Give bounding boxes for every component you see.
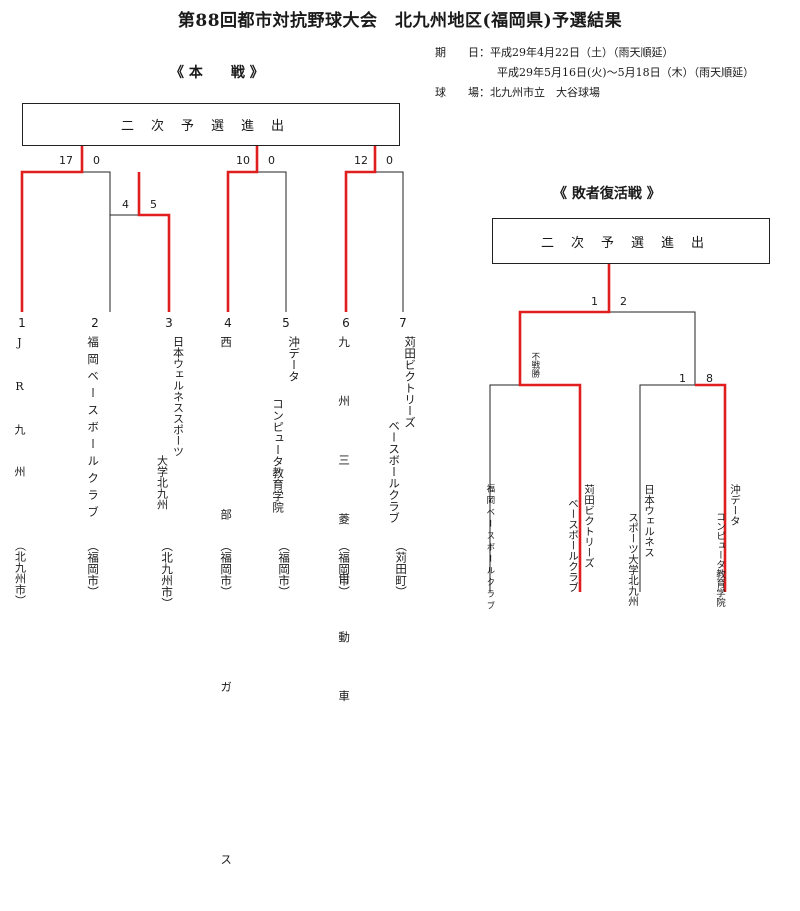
win-rep-team-2 — [518, 264, 611, 592]
main-final-box: 二次予選進出 — [22, 103, 400, 146]
team-city-4: （福岡市） — [219, 540, 234, 598]
page-title: 第88回都市対抗野球大会 北九州地区(福岡県)予選結果 — [177, 11, 623, 31]
period-date-1: 平成29年4月22日（土）（雨天順延） — [490, 46, 674, 59]
line-team-7 — [375, 171, 404, 312]
score-8: 0 — [386, 154, 393, 167]
win-team-6 — [344, 146, 377, 312]
team-number-4: 4 — [224, 316, 232, 330]
repechage-section-title: 《 敗者復活戦 》 — [553, 186, 661, 202]
team-number-1: 1 — [18, 316, 26, 330]
period-date-2: 平成29年5月16日(火)～5月18日（木）（雨天順延） — [497, 66, 755, 79]
rep-score-1: 1 — [591, 295, 598, 308]
team-name-5b: コンピュータ教育学院 — [271, 398, 286, 513]
team-number-2: 2 — [91, 316, 99, 330]
rep-team-name-3a: 日本ウェルネス — [643, 484, 656, 558]
win-team-4 — [226, 146, 259, 312]
score-3: 4 — [122, 198, 129, 211]
rep-score-2: 2 — [620, 295, 627, 308]
repechage-final-box: 二次予選進出 — [492, 218, 770, 264]
venue-label: 球 場： — [435, 86, 490, 99]
team-name-5a: 沖データ — [287, 336, 302, 382]
rep-team-name-1: 福岡ベースボールクラブ — [484, 484, 495, 613]
win-team-3 — [137, 172, 171, 312]
period-row: 期 日：平成29年4月22日（土）（雨天順延） — [435, 44, 674, 60]
team-name-4: 西 部 ガ ス — [219, 336, 234, 911]
team-number-6: 6 — [342, 316, 350, 330]
score-7: 12 — [354, 154, 368, 167]
team-city-7: （苅田町） — [394, 540, 409, 598]
score-5: 10 — [236, 154, 250, 167]
team-city-1: （北九州市） — [13, 540, 27, 606]
team-name-2: 福岡ベースボールクラブ — [86, 336, 101, 523]
period-label: 期 日： — [435, 46, 490, 59]
line-team-5 — [257, 171, 287, 312]
score-1: 17 — [59, 154, 73, 167]
rep-team-name-2a: 苅田ビクトリーズ — [583, 484, 596, 568]
team-city-6: （福岡市） — [337, 540, 352, 598]
team-name-1: J R 九 州 — [13, 336, 26, 480]
team-name-6: 九 州 三 菱 自 動 車 — [337, 336, 352, 720]
line-rep-team-3 — [639, 384, 695, 592]
score-4: 5 — [150, 198, 157, 211]
team-name-3b: 大学北九州 — [155, 455, 169, 510]
win-rep-team-4 — [695, 383, 727, 592]
venue-name: 北九州市立 大谷球場 — [490, 86, 600, 99]
main-section-title: 《 本 戦 》 — [170, 65, 264, 81]
line-rep-branch-right — [609, 311, 696, 385]
rep-score-3: 1 — [679, 372, 686, 385]
team-number-7: 7 — [399, 316, 407, 330]
line-branch-2-3 — [82, 171, 111, 215]
team-name-7b: ベースボールクラブ — [387, 420, 402, 524]
team-number-3: 3 — [165, 316, 173, 330]
walkover-label: 不戦勝 — [529, 352, 540, 378]
bracket-lines — [20, 146, 727, 592]
team-name-3a: 日本ウェルネススポーツ — [171, 336, 185, 457]
team-city-5: （福岡市） — [277, 540, 292, 598]
team-city-2: （福岡市） — [86, 540, 101, 598]
team-city-3: （北九州市） — [160, 540, 175, 609]
line-team-2 — [109, 214, 139, 312]
score-6: 0 — [268, 154, 275, 167]
rep-team-name-4a: 沖データ — [729, 484, 742, 526]
score-2: 0 — [93, 154, 100, 167]
rep-team-name-2b: ベースボールクラブ — [567, 498, 580, 593]
rep-team-name-3b: スポーツ大学北九州 — [627, 512, 640, 607]
rep-score-4: 8 — [706, 372, 713, 385]
line-rep-team-1 — [489, 384, 520, 592]
rep-team-name-4b: コンピュータ教育学院 — [713, 512, 725, 607]
team-name-7a: 苅田ビクトリーズ — [403, 336, 418, 428]
win-team-1 — [20, 146, 84, 312]
team-number-5: 5 — [282, 316, 290, 330]
venue-row: 球 場：北九州市立 大谷球場 — [435, 84, 600, 100]
